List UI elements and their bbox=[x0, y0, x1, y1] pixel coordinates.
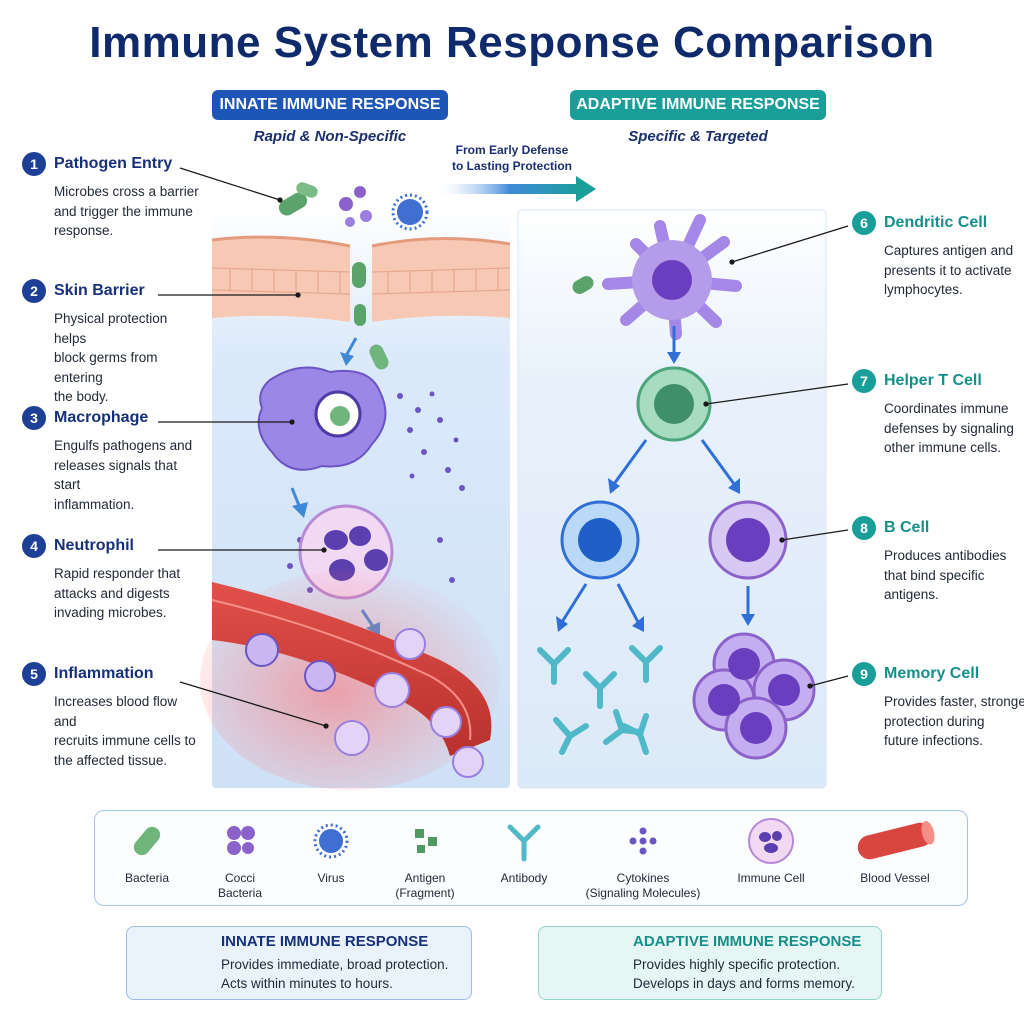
step-name: Helper T Cell bbox=[884, 372, 982, 389]
step-name: Macrophage bbox=[54, 409, 149, 426]
step-pathogen-entry: 1 Pathogen Entry Microbes cross a barrier… bbox=[22, 152, 202, 241]
step-name: Memory Cell bbox=[884, 665, 980, 682]
summary-innate-line-2: Acts within minutes to hours. bbox=[221, 976, 393, 991]
b-cell-blue bbox=[560, 500, 640, 580]
transition-line-2: to Lasting Protection bbox=[452, 159, 572, 173]
transition-line-1: From Early Defense bbox=[455, 143, 569, 157]
legend-item-antibody: Antibody bbox=[500, 871, 548, 885]
step-name: Pathogen Entry bbox=[54, 155, 173, 172]
step-number: 3 bbox=[22, 406, 46, 430]
skin-layer bbox=[211, 235, 511, 370]
step-number: 7 bbox=[852, 369, 876, 393]
immune-cell-icon bbox=[748, 818, 794, 864]
legend-item-antigen: Antigen(Fragment) bbox=[395, 871, 455, 900]
step-number: 8 bbox=[852, 516, 876, 540]
b-cell-purple bbox=[708, 500, 788, 580]
transition-label: From Early Defense to Lasting Protection bbox=[448, 142, 576, 174]
summary-adaptive-line-1: Provides highly specific protection. bbox=[633, 957, 841, 972]
summary-adaptive: ADAPTIVE IMMUNE RESPONSE Provides highly… bbox=[538, 926, 882, 1000]
legend-item-blood-vessel: Blood Vessel bbox=[860, 871, 930, 885]
legend-icons bbox=[133, 818, 935, 864]
blood-vessel-icon bbox=[857, 821, 935, 860]
step-number: 5 bbox=[22, 662, 46, 686]
step-name: Dendritic Cell bbox=[884, 214, 988, 231]
step-number: 6 bbox=[852, 211, 876, 235]
helper-t-cell bbox=[636, 366, 712, 442]
step-name: Skin Barrier bbox=[54, 282, 145, 299]
adaptive-subtitle: Specific & Targeted bbox=[628, 128, 768, 145]
step-number: 1 bbox=[22, 152, 46, 176]
cytokines-icon bbox=[629, 827, 657, 855]
summary-innate-line-1: Provides immediate, broad protection. bbox=[221, 957, 449, 972]
step-number: 2 bbox=[22, 279, 46, 303]
innate-subtitle: Rapid & Non-Specific bbox=[253, 128, 407, 145]
cocci-bacteria-icon bbox=[227, 826, 255, 855]
step-number: 9 bbox=[852, 662, 876, 686]
macrophage-cell bbox=[257, 366, 387, 471]
pathogens-entering bbox=[278, 182, 429, 231]
bacteria-icon bbox=[133, 826, 161, 856]
summary-innate: INNATE IMMUNE RESPONSE Provides immediat… bbox=[126, 926, 472, 1000]
memory-cell-cluster bbox=[692, 632, 816, 760]
step-name: B Cell bbox=[884, 519, 930, 536]
dendritic-cell bbox=[572, 214, 742, 340]
summary-adaptive-title: ADAPTIVE IMMUNE RESPONSE bbox=[633, 933, 862, 950]
step-number: 4 bbox=[22, 534, 46, 558]
blood-vessel bbox=[200, 570, 500, 790]
transition-arrow bbox=[440, 176, 596, 202]
adaptive-flow-arrows bbox=[556, 326, 755, 632]
adaptive-header: ADAPTIVE IMMUNE RESPONSE bbox=[570, 90, 826, 120]
virus-icon bbox=[313, 823, 349, 859]
legend-item-immune-cell: Immune Cell bbox=[737, 871, 805, 885]
legend-item-virus: Virus bbox=[317, 871, 345, 885]
legend-item-cytokines: Cytokines(Signaling Molecules) bbox=[585, 871, 701, 900]
innate-header: INNATE IMMUNE RESPONSE bbox=[212, 90, 448, 120]
step-name: Neutrophil bbox=[54, 537, 134, 554]
antigen-icon bbox=[415, 829, 437, 853]
summary-adaptive-line-2: Develops in days and forms memory. bbox=[633, 976, 855, 991]
step-name: Inflammation bbox=[54, 665, 154, 682]
antibodies bbox=[537, 645, 663, 755]
summary-innate-title: INNATE IMMUNE RESPONSE bbox=[221, 933, 429, 950]
legend-item-bacteria: Bacteria bbox=[124, 871, 170, 885]
antibody-icon bbox=[507, 824, 541, 862]
leader-lines bbox=[158, 167, 849, 729]
page-title: Immune System Response Comparison bbox=[89, 18, 935, 67]
